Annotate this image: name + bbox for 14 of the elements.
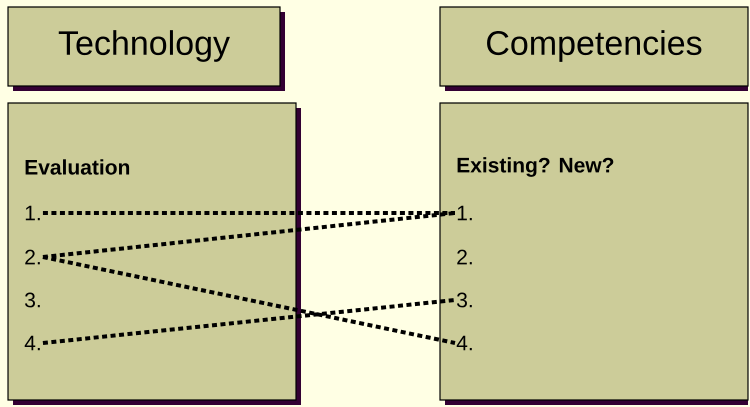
dotted-connector	[42, 211, 455, 215]
title-box: Competencies	[439, 6, 749, 91]
dotted-connector	[42, 298, 456, 345]
title-box: Technology	[7, 6, 285, 91]
list-item: 2.	[25, 250, 40, 264]
list-item: 1.	[26, 206, 40, 220]
list-item: 4.	[24, 336, 40, 350]
list-item: 2.	[457, 250, 472, 264]
dotted-connector	[42, 255, 456, 345]
list-item: 1.	[458, 206, 472, 220]
dotted-connector	[42, 211, 456, 259]
list-item: 4.	[456, 336, 472, 350]
list-item: 3.	[25, 292, 40, 308]
list-item: 3.	[457, 292, 472, 308]
